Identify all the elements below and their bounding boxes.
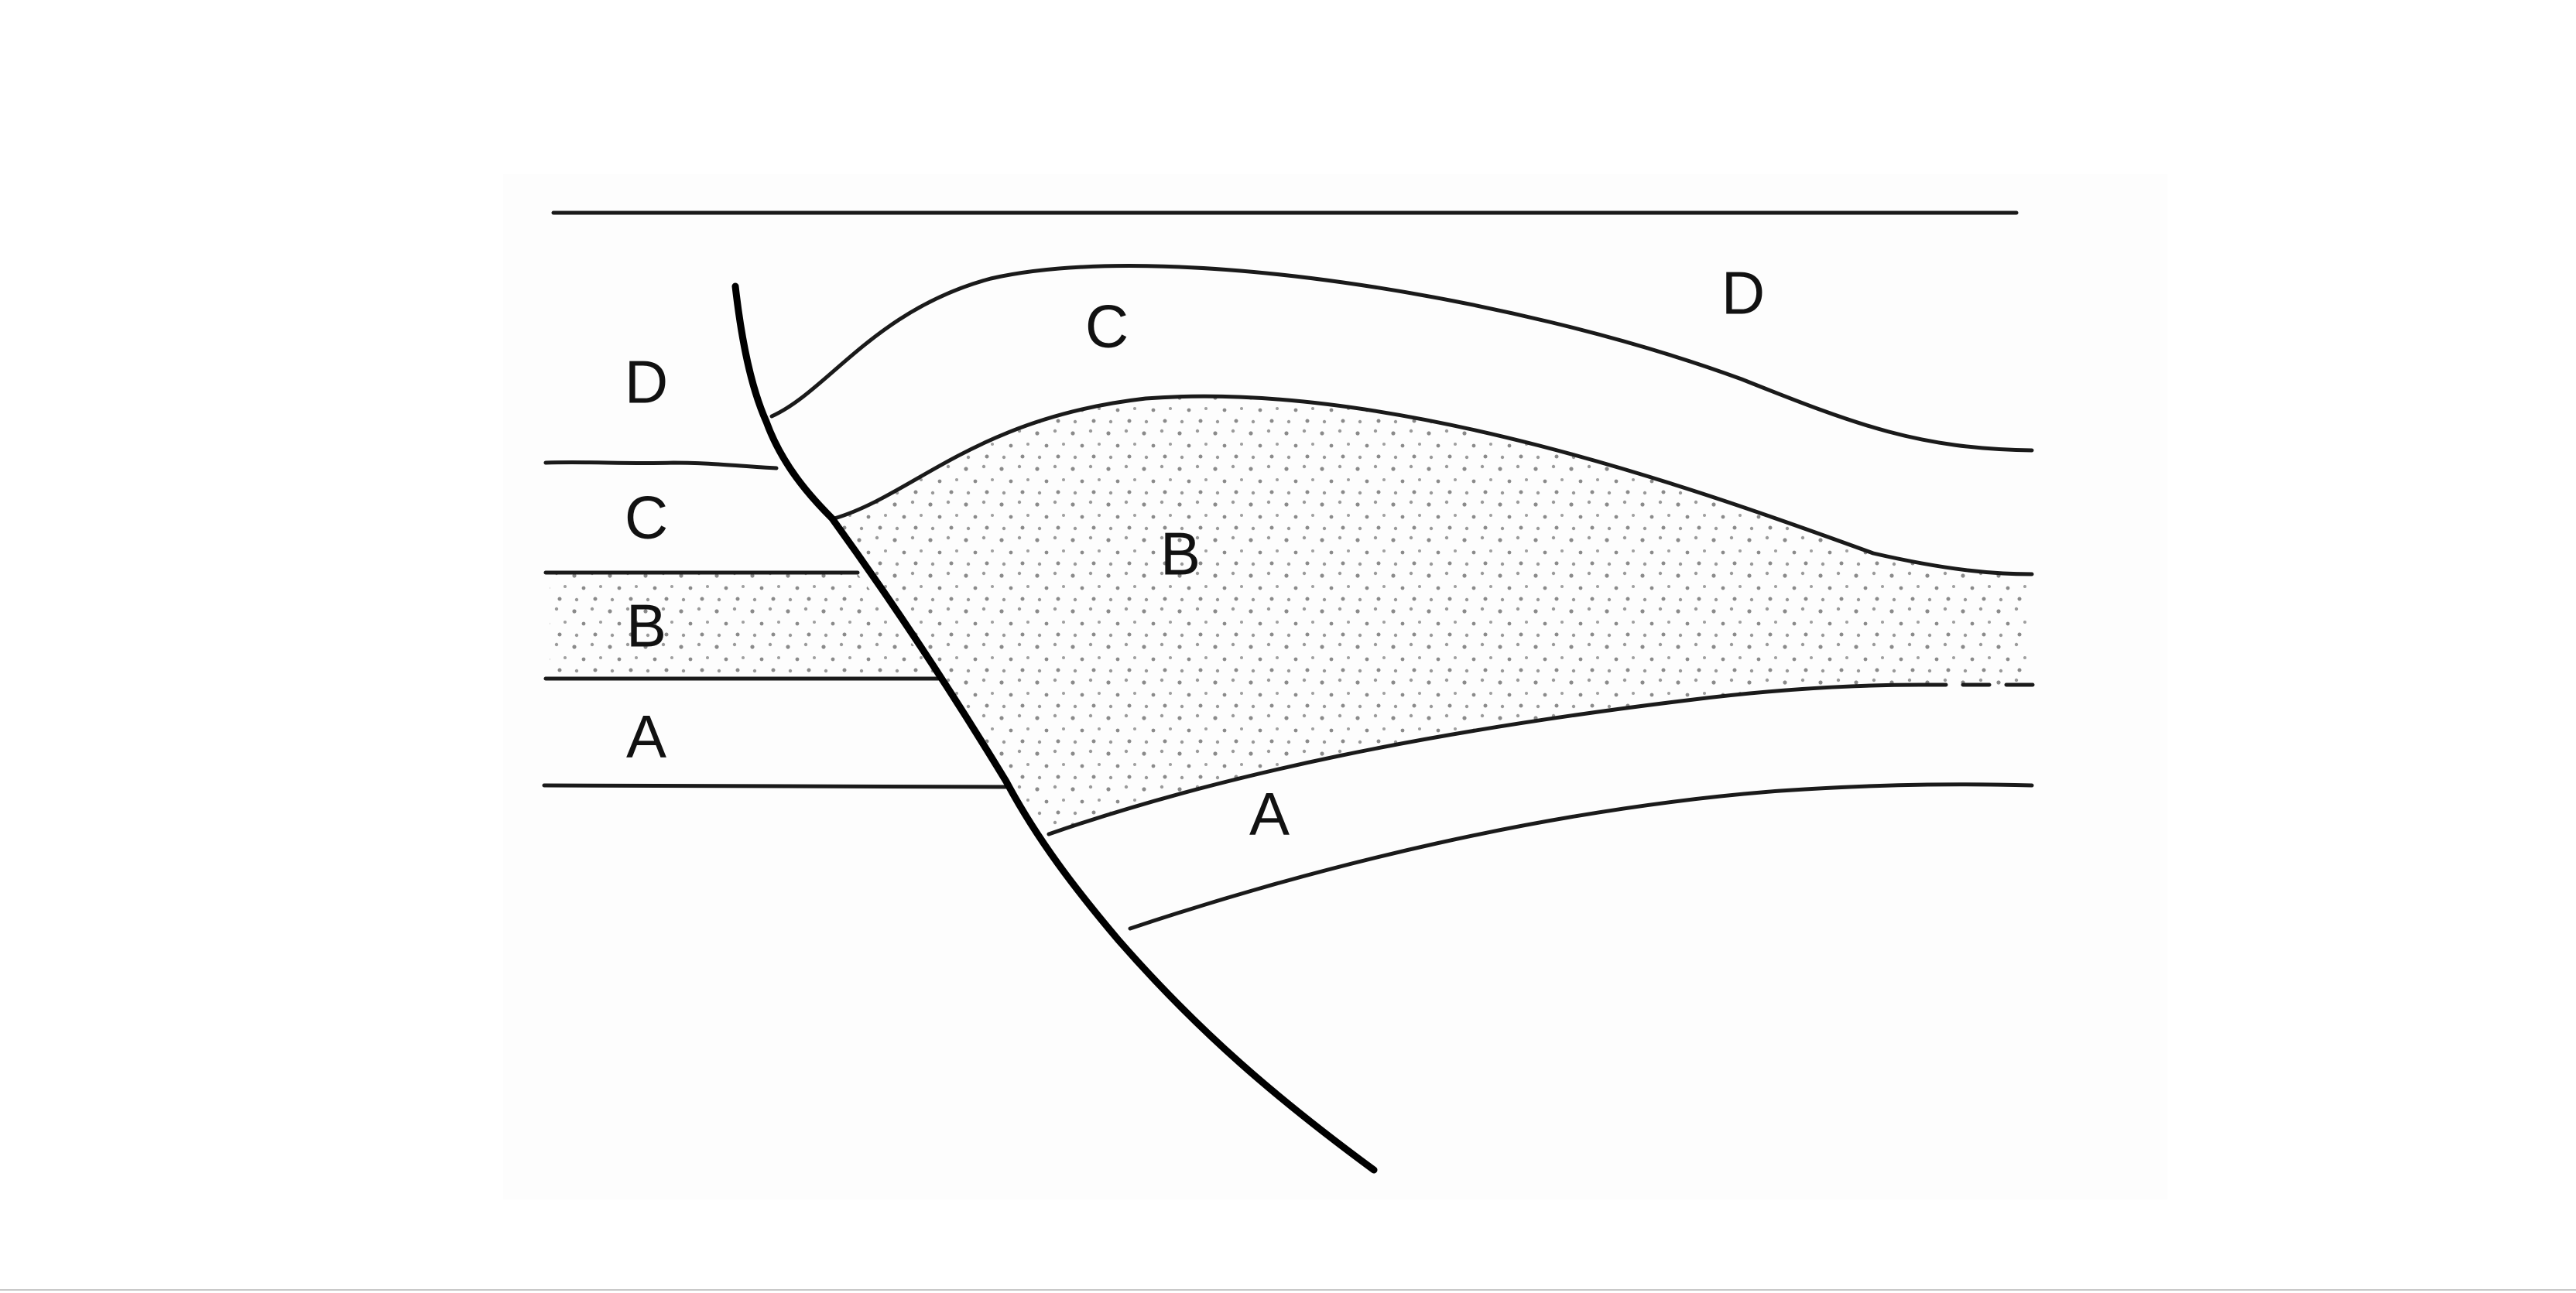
left-label-a: A <box>626 703 666 771</box>
left-label-c: C <box>625 484 668 552</box>
bottom-divider <box>0 1289 2576 1291</box>
left-contact-d-c <box>543 460 779 470</box>
right-label-c: C <box>1085 292 1129 361</box>
left-label-b: B <box>626 592 666 660</box>
fault-line <box>731 282 1378 1174</box>
layer-b-right-fill <box>834 396 2032 834</box>
right-contact-d-c <box>769 264 2034 453</box>
right-label-d: D <box>1721 259 1765 327</box>
right-contact-c-b <box>832 394 2034 576</box>
left-label-d: D <box>625 348 668 416</box>
left-contact-a-base <box>542 783 1012 789</box>
right-label-a: A <box>1249 780 1290 848</box>
right-label-b: B <box>1160 520 1201 588</box>
right-contact-b-a <box>1046 682 1922 836</box>
right-contact-a-base <box>1128 782 2034 931</box>
layer-b-left-fill <box>550 574 940 679</box>
